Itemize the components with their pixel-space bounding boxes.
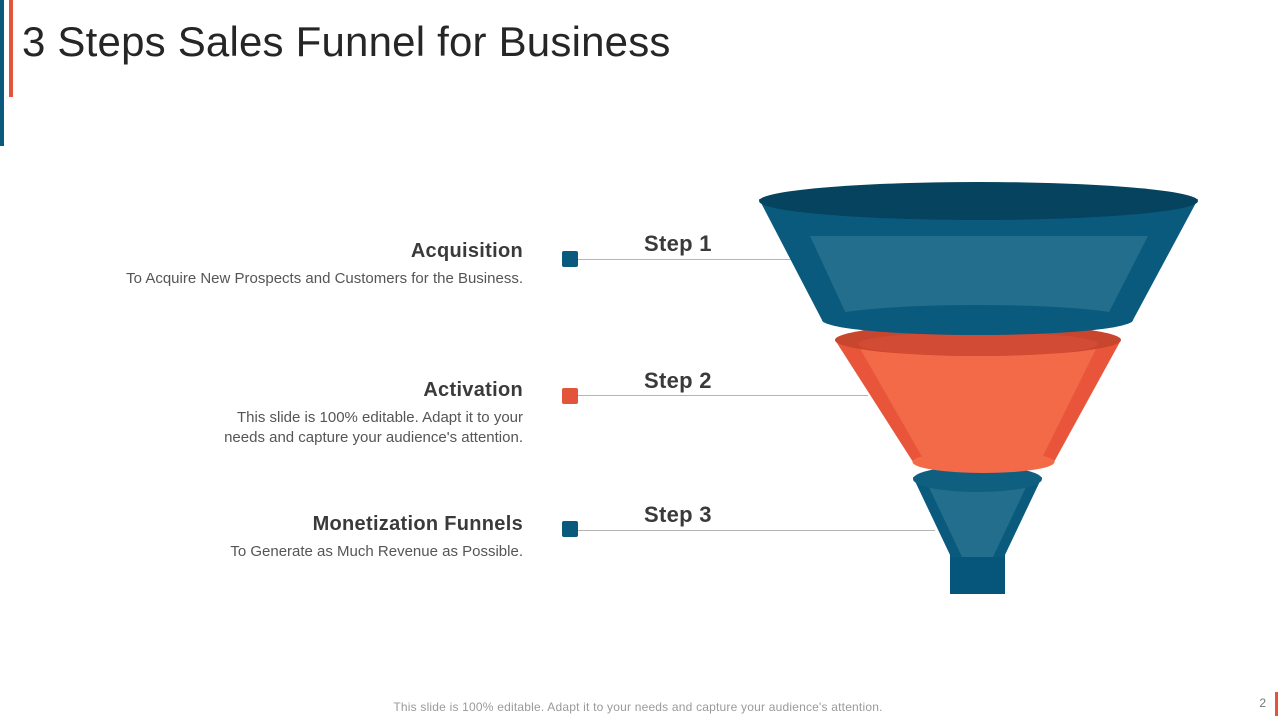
step-3-description: To Generate as Much Revenue as Possible. — [230, 543, 523, 560]
step-2-text-block[interactable]: Activation This slide is 100% editable. … — [63, 379, 523, 448]
funnel-tier-2 — [835, 324, 1121, 473]
page-number-accent — [1275, 692, 1278, 716]
step-3-label: Step 3 — [644, 502, 712, 527]
step-3-connector — [578, 530, 935, 531]
step-3-marker — [562, 521, 578, 537]
step-3-heading: Monetization Funnels — [312, 513, 523, 535]
step-2-label: Step 2 — [644, 368, 712, 393]
accent-bar-orange — [9, 0, 13, 97]
accent-bar-blue — [0, 0, 4, 146]
step-2-description: This slide is 100% editable. Adapt it to… — [224, 409, 523, 446]
step-1-description: To Acquire New Prospects and Customers f… — [126, 270, 523, 287]
step-2-connector — [578, 395, 868, 396]
step-1-connector — [578, 259, 793, 260]
slide-footer: This slide is 100% editable. Adapt it to… — [393, 700, 883, 714]
funnel-tier-1 — [759, 182, 1198, 335]
step-1-heading: Acquisition — [410, 240, 523, 262]
step-1-marker — [562, 251, 578, 267]
step-2-marker — [562, 388, 578, 404]
step-1-text-block[interactable]: Acquisition To Acquire New Prospects and… — [63, 240, 523, 289]
page-number: 2 — [1259, 696, 1266, 710]
slide-title[interactable]: 3 Steps Sales Funnel for Business — [22, 18, 671, 65]
funnel-tier-3 — [913, 466, 1042, 557]
step-1-label: Step 1 — [644, 231, 712, 256]
step-3-text-block[interactable]: Monetization Funnels To Generate as Much… — [63, 513, 523, 562]
step-2-heading: Activation — [423, 379, 523, 401]
